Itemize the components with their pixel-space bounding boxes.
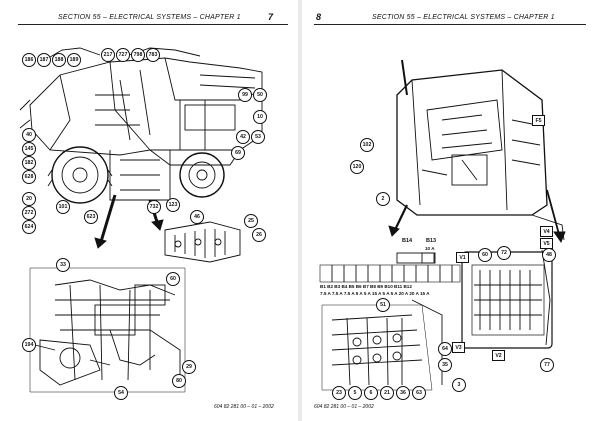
callout: 21 — [380, 386, 394, 400]
left-page-number: 7 — [268, 12, 274, 22]
callout: 77 — [540, 358, 554, 372]
callout: 783 — [146, 48, 160, 62]
fuse-b13-amp: 10 A — [425, 246, 435, 251]
callout: 3 — [452, 378, 466, 392]
callout: 63 — [412, 386, 426, 400]
callout-square: V4 — [540, 226, 553, 237]
callout: 60 — [166, 272, 180, 286]
callout: 188 — [52, 53, 66, 67]
callout: 10 — [253, 110, 267, 124]
left-page: SECTION 55 – ELECTRICAL SYSTEMS – CHAPTE… — [0, 0, 298, 421]
callout: 6 — [364, 386, 378, 400]
callout: 272 — [22, 206, 36, 220]
callout: 217 — [101, 48, 115, 62]
callout: 46 — [190, 210, 204, 224]
right-page-footer: 604 82 281 00 – 01 – 2002 — [314, 404, 374, 410]
callout-square: V3 — [452, 342, 465, 353]
callout: 120 — [350, 160, 364, 174]
callout: 48 — [542, 248, 556, 262]
right-page-number: 8 — [316, 12, 322, 22]
callout: 23 — [332, 386, 346, 400]
callout: 69 — [231, 146, 245, 160]
right-page: 8 SECTION 55 – ELECTRICAL SYSTEMS – CHAP… — [302, 0, 600, 421]
cab-drawing — [319, 59, 566, 391]
callout: 51 — [376, 298, 390, 312]
callout: 623 — [84, 210, 98, 224]
callout: 5 — [348, 386, 362, 400]
callout: 64 — [438, 342, 452, 356]
callout: 54 — [114, 386, 128, 400]
callout: 628 — [22, 170, 36, 184]
callout: 33 — [56, 258, 70, 272]
callout: 187 — [37, 53, 51, 67]
callout: 36 — [396, 386, 410, 400]
right-header-rule — [314, 24, 586, 25]
callout-square: V2 — [492, 350, 505, 361]
callout: 40 — [22, 128, 36, 142]
callout: 20 — [22, 192, 36, 206]
callout: 35 — [438, 358, 452, 372]
callout: 72 — [497, 246, 511, 260]
callout: 145 — [22, 142, 36, 156]
fuse-b13-label: B13 — [426, 238, 437, 244]
fuse-ids-row: B1 B2 B3 B4 B5 B6 B7 B8 B9 B10 B11 B12 — [320, 284, 412, 289]
harvester-drawing — [19, 47, 263, 393]
callout: 727 — [116, 48, 130, 62]
left-page-footer: 604 82 281 00 – 01 – 2002 — [214, 404, 274, 410]
callout: 732 — [147, 200, 161, 214]
callout: 123 — [166, 198, 180, 212]
fuse-amps-row: 7.5 A 7.5 A 7.5 A 5 A 5 A 15 A 5 A 5 A 2… — [320, 291, 430, 296]
callout: 102 — [360, 138, 374, 152]
callout: 194 — [22, 338, 36, 352]
left-header-rule — [18, 24, 288, 25]
callout: 25 — [244, 214, 258, 228]
right-page-header: SECTION 55 – ELECTRICAL SYSTEMS – CHAPTE… — [372, 14, 555, 21]
left-page-header: SECTION 55 – ELECTRICAL SYSTEMS – CHAPTE… — [58, 14, 241, 21]
callout: 26 — [252, 228, 266, 242]
callout: 50 — [253, 88, 267, 102]
callout-square: F5 — [532, 115, 545, 126]
callout: 99 — [238, 88, 252, 102]
callout-square: V1 — [456, 252, 469, 263]
callout: 798 — [131, 48, 145, 62]
callout: 182 — [22, 156, 36, 170]
callout: 60 — [478, 248, 492, 262]
callout: 101 — [56, 200, 70, 214]
callout: 2 — [376, 192, 390, 206]
callout: 186 — [22, 53, 36, 67]
callout: 189 — [67, 53, 81, 67]
page-gutter — [298, 0, 302, 421]
callout: 80 — [172, 374, 186, 388]
callout: 624 — [22, 220, 36, 234]
fuse-b14-label: B14 — [402, 238, 413, 244]
callout: 42 — [236, 130, 250, 144]
callout: 53 — [251, 130, 265, 144]
callout: 29 — [182, 360, 196, 374]
